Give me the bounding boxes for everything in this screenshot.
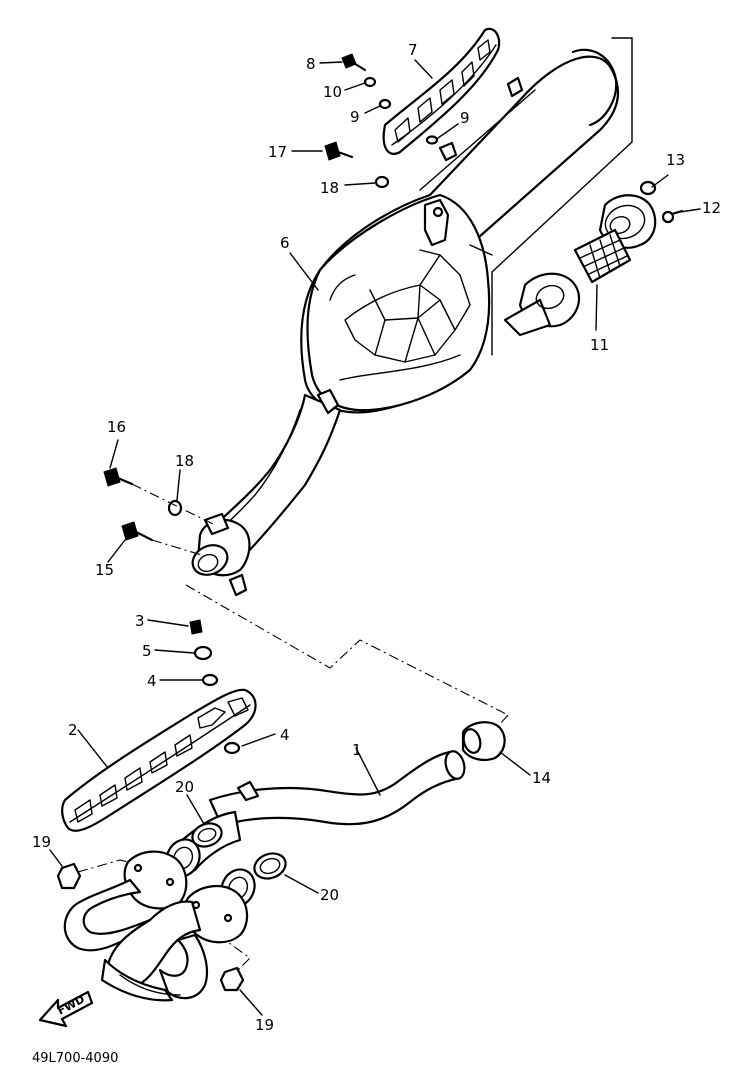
callout-2: 2 <box>68 721 78 739</box>
callout-4-upper: 4 <box>147 672 157 690</box>
callout-4-lower: 4 <box>280 726 290 744</box>
callout-20-lower: 20 <box>320 886 339 904</box>
gaskets <box>191 721 506 880</box>
callout-labels: 1 2 3 4 4 5 6 7 8 9 9 10 11 12 13 14 15 … <box>32 41 721 1034</box>
muffler <box>300 48 620 414</box>
callout-13: 13 <box>666 151 685 169</box>
callout-20-upper: 20 <box>175 778 194 796</box>
callout-18-upper: 18 <box>320 179 339 197</box>
callout-9-lower: 9 <box>460 109 470 127</box>
leader-lines <box>49 59 701 1016</box>
callout-3: 3 <box>135 612 145 630</box>
callout-17: 17 <box>268 143 287 161</box>
callout-5: 5 <box>142 642 152 660</box>
callout-9-upper: 9 <box>350 108 360 126</box>
callout-16: 16 <box>107 418 126 436</box>
exhaust-pipe <box>63 750 466 1002</box>
callout-14: 14 <box>532 769 551 787</box>
lower-heat-shield <box>61 688 257 832</box>
callout-1: 1 <box>352 741 362 759</box>
lower-fasteners <box>56 619 245 992</box>
callout-19-bottom: 19 <box>255 1016 274 1034</box>
callout-15: 15 <box>95 561 114 579</box>
spark-arrester <box>503 180 684 337</box>
muffler-head-pipe <box>191 388 342 597</box>
callout-19-left: 19 <box>32 833 51 851</box>
part-code: 49L700-4090 <box>32 1051 118 1066</box>
projection-frame <box>469 37 633 356</box>
callout-18-lower: 18 <box>175 452 194 470</box>
callout-6: 6 <box>280 234 290 252</box>
callout-7: 7 <box>408 41 418 59</box>
top-heat-shield <box>382 27 501 155</box>
callout-12: 12 <box>702 199 721 217</box>
callout-11: 11 <box>590 336 609 354</box>
forward-direction-arrow: FWD <box>38 990 94 1028</box>
callout-10: 10 <box>323 83 342 101</box>
callout-8: 8 <box>306 55 316 73</box>
upper-fasteners <box>103 53 439 542</box>
